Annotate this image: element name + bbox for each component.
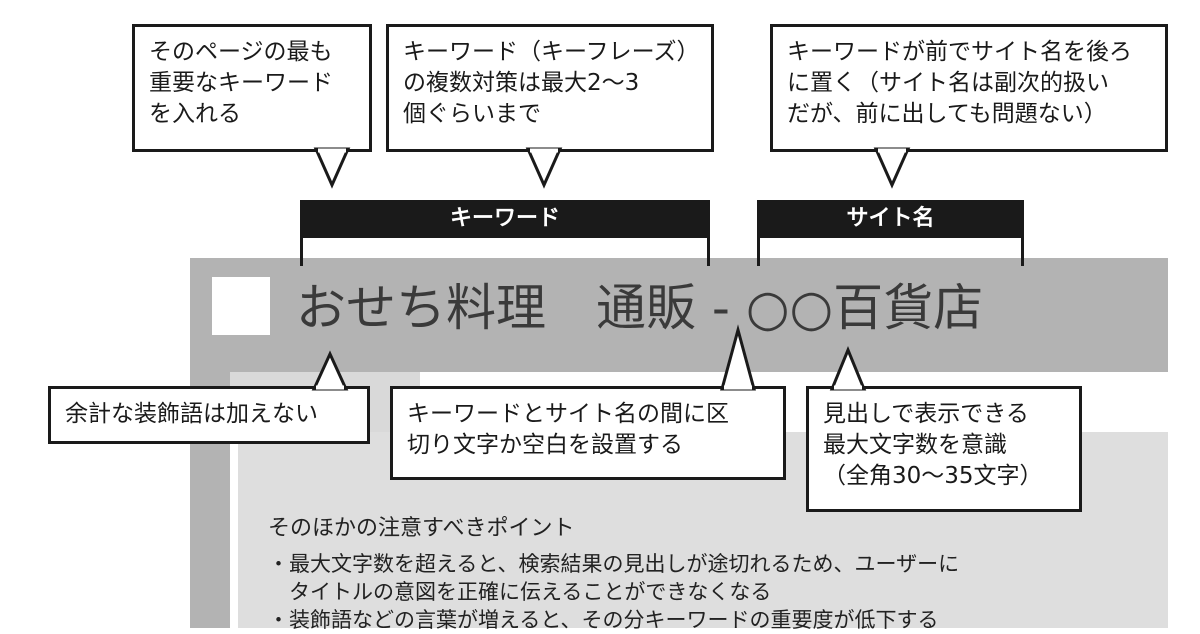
note-item: タイトルの意図を正確に伝えることができなくなる <box>268 580 772 604</box>
callout-separator: キーワードとサイト名の間に区 切り文字か空白を設置する <box>390 386 786 480</box>
callout-line: を入れる <box>149 101 241 127</box>
callout-line: そのページの最も <box>149 39 333 65</box>
keyword-bracket-right-tick <box>707 236 710 266</box>
site-name-bracket-left-tick <box>757 236 760 266</box>
callout-line: キーワード（キーフレーズ） <box>403 39 700 65</box>
callout-keyword-count: キーワード（キーフレーズ） の複数対策は最大2〜3 個ぐらいまで <box>386 24 714 152</box>
callout-line: 最大文字数を意識 <box>823 432 1007 458</box>
site-name-bracket-right-tick <box>1021 236 1024 266</box>
pointer-top-left <box>313 147 351 189</box>
callout-line: キーワードとサイト名の間に区 <box>407 401 729 427</box>
pointer-bottom-left <box>311 350 349 391</box>
callout-line: 個ぐらいまで <box>403 101 541 127</box>
note-item: ・最大文字数を超えると、検索結果の見出しが途切れるため、ユーザーに <box>268 552 960 576</box>
pointer-bottom-right <box>829 346 867 391</box>
keyword-bracket-label: キーワード <box>300 200 710 238</box>
pointer-top-middle <box>525 147 563 189</box>
callout-line: キーワードが前でサイト名を後ろ <box>787 39 1132 65</box>
callout-keyword-importance: そのページの最も 重要なキーワード を入れる <box>132 24 372 152</box>
callout-line: の複数対策は最大2〜3 <box>403 70 640 96</box>
notes-heading: そのほかの注意すべきポイント <box>268 516 575 541</box>
browser-title-bar <box>190 258 1168 354</box>
keyword-bracket-left-tick <box>300 236 303 266</box>
pointer-top-right <box>873 147 911 189</box>
callout-no-decoration: 余計な装飾語は加えない <box>48 386 370 444</box>
favicon-placeholder <box>212 277 270 335</box>
callout-max-length: 見出しで表示できる 最大文字数を意識 （全角30〜35文字） <box>806 386 1082 512</box>
callout-line: 見出しで表示できる <box>823 401 1029 427</box>
page-title-example: おせち料理 通販 - ○○百貨店 <box>296 279 984 337</box>
pointer-bottom-middle <box>720 324 756 391</box>
callout-line: 余計な装飾語は加えない <box>65 401 318 427</box>
callout-order: キーワードが前でサイト名を後ろ に置く（サイト名は副次的扱い だが、前に出しても… <box>770 24 1168 152</box>
site-name-bracket-label: サイト名 <box>757 200 1024 238</box>
callout-line: （全角30〜35文字） <box>823 463 1043 489</box>
browser-frame-strip <box>230 354 1168 372</box>
callout-line: 重要なキーワード <box>149 70 333 96</box>
callout-line: だが、前に出しても問題ない） <box>787 101 1107 127</box>
callout-line: に置く（サイト名は副次的扱い <box>787 70 1109 96</box>
callout-line: 切り文字か空白を設置する <box>407 432 683 458</box>
